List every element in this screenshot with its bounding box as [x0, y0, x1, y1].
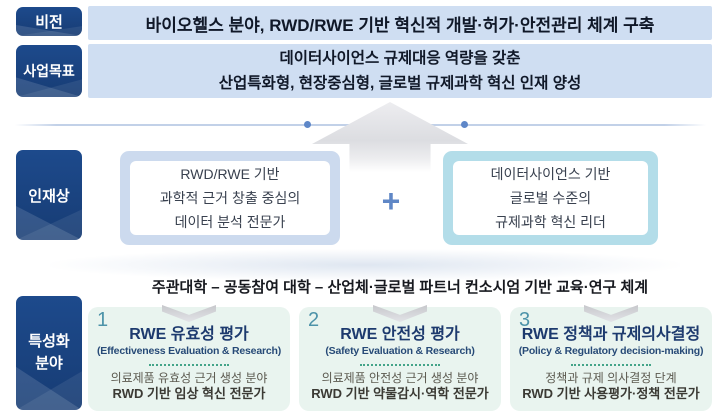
- consortium-header: 주관대학 – 공동참여 대학 – 산업체·글로벌 파트너 컨소시엄 기반 교육·…: [151, 279, 649, 296]
- goal-line-2: 산업특화형, 현장중심형, 글로벌 규제과학 혁신 인재 양성: [218, 75, 582, 92]
- talent-right-line-1: 데이터사이언스 기반: [490, 166, 611, 182]
- talent-card-regulatory-leader: 데이터사이언스 기반 글로벌 수준의 규제과학 혁신 리더: [443, 151, 658, 245]
- card-title: RWE 안전성 평가: [340, 326, 460, 343]
- divider-dot-icon: [461, 121, 468, 128]
- dotted-divider: [571, 364, 651, 366]
- dotted-divider: [149, 364, 229, 366]
- spec-card-policy: 3 RWE 정책과 규제의사결정 (Policy & Regulatory de…: [510, 305, 712, 411]
- card-number: 1: [97, 309, 109, 331]
- goal-line-1: 데이터사이언스 규제대응 역량을 갖춘: [279, 50, 521, 67]
- chevron-down-icon: [373, 305, 427, 322]
- card-number: 2: [308, 309, 320, 331]
- specialization-label-line-1: 특성화: [28, 333, 70, 350]
- card-subtitle: (Policy & Regulatory decision-making): [518, 345, 704, 357]
- goal-bar: 데이터사이언스 규제대응 역량을 갖춘 산업특화형, 현장중심형, 글로벌 규제…: [88, 44, 712, 98]
- specialization-cards: 1 RWE 유효성 평가 (Effectiveness Evaluation &…: [88, 305, 712, 411]
- card-title: RWE 정책과 규제의사결정: [521, 326, 701, 343]
- card-subtitle: (Effectiveness Evaluation & Research): [96, 345, 281, 357]
- talent-right-line-2: 글로벌 수준의: [509, 190, 592, 206]
- goal-label-text: 사업목표: [23, 63, 75, 79]
- spec-card-safety: 2 RWE 안전성 평가 (Safety Evaluation & Resear…: [299, 305, 501, 411]
- card-body-line-1: 의료제품 유효성 근거 생성 분야: [110, 371, 268, 385]
- talent-left-line-3: 데이터 분석 전문가: [174, 214, 286, 230]
- talent-left-line-1: RWD/RWE 기반: [180, 166, 280, 182]
- talent-card-inner: 데이터사이언스 기반 글로벌 수준의 규제과학 혁신 리더: [453, 161, 648, 235]
- card-body-line-2: RWD 기반 임상 혁신 전문가: [112, 386, 266, 401]
- specialization-label-line-2: 분야: [35, 355, 63, 372]
- section-glow: [50, 249, 680, 281]
- divider-dot-icon: [304, 121, 311, 128]
- card-title: RWE 유효성 평가: [129, 326, 249, 343]
- card-body-line-1: 정책과 규제 의사결정 단계: [545, 371, 677, 385]
- talent-card-inner: RWD/RWE 기반 과학적 근거 창출 중심의 데이터 분석 전문가: [130, 161, 330, 235]
- chevron-down-icon: [162, 305, 216, 322]
- vision-text: 바이오헬스 분야, RWD/RWE 기반 혁신적 개발·허가·안전관리 체계 구…: [145, 15, 655, 35]
- talent-card-data-analyst: RWD/RWE 기반 과학적 근거 창출 중심의 데이터 분석 전문가: [120, 151, 340, 245]
- spec-card-effectiveness: 1 RWE 유효성 평가 (Effectiveness Evaluation &…: [88, 305, 290, 411]
- plus-icon: +: [381, 183, 401, 219]
- vision-bar: 바이오헬스 분야, RWD/RWE 기반 혁신적 개발·허가·안전관리 체계 구…: [88, 6, 712, 40]
- card-body-line-2: RWD 기반 약물감시·역학 전문가: [311, 386, 489, 401]
- specialization-label-box: 특성화 분야: [16, 296, 82, 410]
- talent-left-line-2: 과학적 근거 창출 중심의: [159, 190, 301, 206]
- card-subtitle: (Safety Evaluation & Research): [325, 345, 475, 357]
- card-body-line-2: RWD 기반 사용평가·정책 전문가: [522, 386, 700, 401]
- talent-label-text: 인재상: [28, 187, 70, 205]
- vision-label-text: 비전: [35, 14, 63, 31]
- dotted-divider: [360, 364, 440, 366]
- talent-label-box: 인재상: [16, 150, 82, 240]
- chevron-down-icon: [584, 305, 638, 322]
- talent-right-line-3: 규제과학 혁신 리더: [495, 214, 606, 230]
- vision-label-box: 비전: [16, 7, 82, 36]
- card-body-line-1: 의료제품 안전성 근거 생성 분야: [321, 371, 479, 385]
- card-number: 3: [519, 309, 531, 331]
- goal-label-box: 사업목표: [16, 45, 82, 97]
